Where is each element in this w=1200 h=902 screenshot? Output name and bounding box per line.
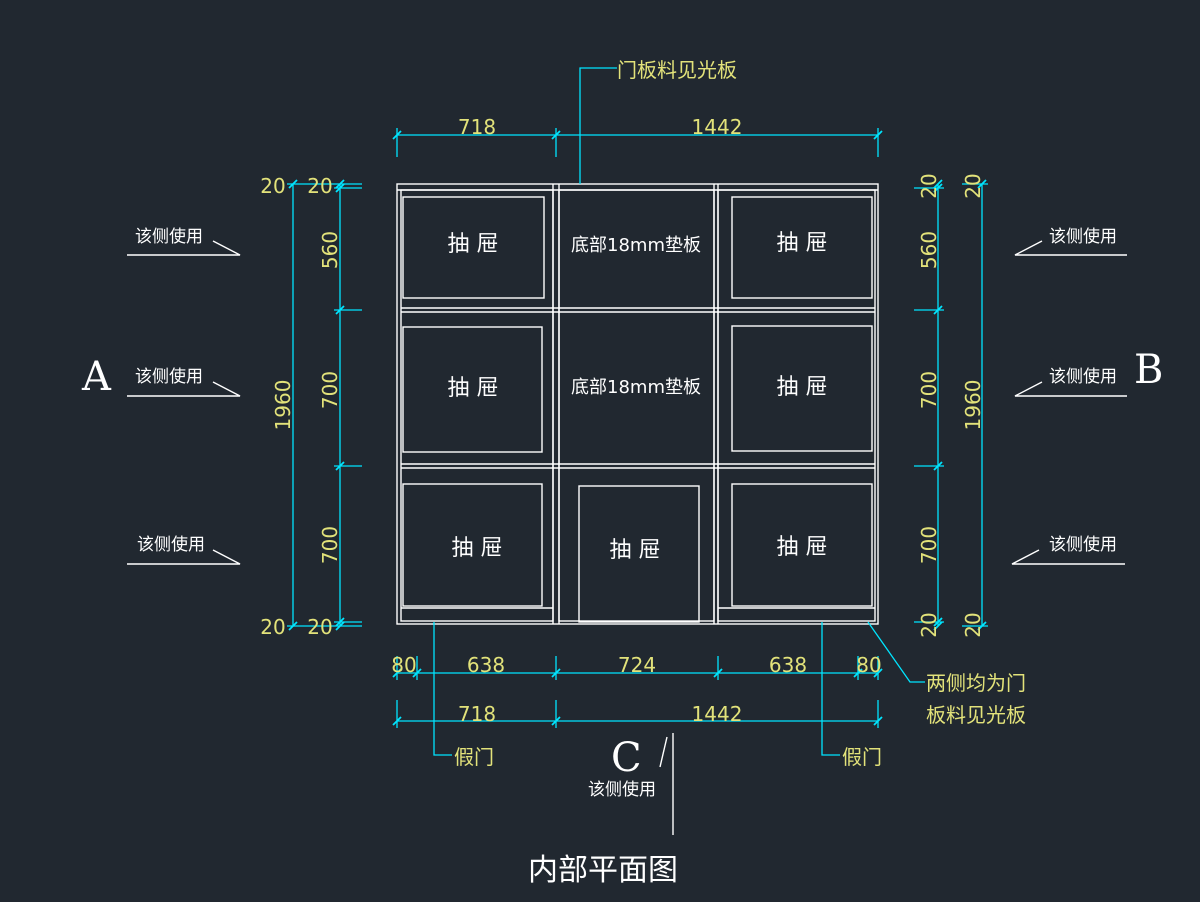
- dim-bottom2-718: 718: [458, 702, 496, 726]
- dim-left-20-top-b: 20: [307, 174, 332, 198]
- fake-door-notes: 假门 假门: [433, 622, 882, 769]
- pad-label: 底部18mm垫板: [571, 377, 701, 398]
- dim-left-20-bottom-b: 20: [307, 615, 332, 639]
- dim-right-1960: 1960: [961, 380, 985, 431]
- drawer-label: 抽 屉: [448, 376, 499, 401]
- dim-left-20-top-a: 20: [260, 174, 285, 198]
- use-side-right-3: 该侧使用: [1049, 534, 1117, 555]
- use-side-left-1: 该侧使用: [135, 226, 203, 247]
- side-c-label: C: [611, 735, 642, 781]
- top-note: 门板料见光板: [579, 58, 737, 184]
- dim-bottom-80-left: 80: [391, 653, 416, 677]
- dim-bottom-638-left: 638: [467, 653, 505, 677]
- cabinet-frame: [396, 183, 879, 625]
- side-a-label: A: [81, 354, 112, 400]
- fake-door-right: 假门: [842, 745, 882, 769]
- right-dimensions: 560 700 700 20 20 1960 20 20: [914, 173, 988, 638]
- cell-labels: 抽 屉 底部18mm垫板 抽 屉 抽 屉 底部18mm垫板 抽 屉 抽 屉 抽 …: [448, 231, 828, 563]
- dim-right-700-b: 700: [917, 526, 941, 564]
- fake-door-left: 假门: [454, 745, 494, 769]
- drawer-label: 抽 屉: [777, 375, 828, 400]
- side-b-label: B: [1134, 347, 1163, 393]
- bottom-dimensions-1: 80 638 724 638 80: [391, 653, 883, 680]
- dim-top-718: 718: [458, 115, 496, 139]
- drawer-label: 抽 屉: [777, 231, 828, 256]
- dim-left-700-b: 700: [318, 526, 342, 564]
- drawer-label: 抽 屉: [452, 536, 503, 561]
- dim-right-20-bottom-a: 20: [917, 612, 941, 637]
- dim-right-560: 560: [917, 231, 941, 269]
- drawing-title: 内部平面图: [528, 853, 678, 888]
- dim-right-20-top-a: 20: [917, 173, 941, 198]
- top-dimensions: 718 1442: [392, 115, 883, 157]
- drawer-label: 抽 屉: [610, 538, 661, 563]
- right-side-note: 两侧均为门 板料见光板: [867, 621, 1026, 727]
- dim-top-1442: 1442: [692, 115, 743, 139]
- dim-bottom-80-right: 80: [856, 653, 881, 677]
- dim-right-20-bottom-b: 20: [961, 612, 985, 637]
- bottom-dimensions-2: 718 1442: [392, 700, 883, 728]
- dim-left-20-bottom-a: 20: [260, 615, 285, 639]
- use-side-bottom: 该侧使用: [588, 779, 656, 800]
- dim-left-1960: 1960: [271, 380, 295, 431]
- pad-label: 底部18mm垫板: [571, 235, 701, 256]
- left-dimensions: 1960 560 700 700 20 20 20 20: [260, 174, 362, 639]
- dim-bottom2-1442: 1442: [692, 702, 743, 726]
- use-side-right-1: 该侧使用: [1049, 226, 1117, 247]
- dim-right-700-a: 700: [917, 371, 941, 409]
- dim-right-20-top-b: 20: [961, 173, 985, 198]
- top-note-text: 门板料见光板: [617, 58, 737, 82]
- use-side-left-2: 该侧使用: [135, 366, 203, 387]
- dim-left-560: 560: [318, 231, 342, 269]
- dim-bottom-638-right: 638: [769, 653, 807, 677]
- drawer-label: 抽 屉: [777, 535, 828, 560]
- dim-left-700-a: 700: [318, 371, 342, 409]
- right-note-line2: 板料见光板: [926, 703, 1026, 727]
- use-side-labels: 该侧使用 该侧使用 该侧使用 该侧使用 该侧使用 该侧使用 该侧使用: [127, 226, 1127, 800]
- side-markers: A B C: [81, 347, 1163, 835]
- use-side-right-2: 该侧使用: [1049, 366, 1117, 387]
- dim-bottom-724: 724: [618, 653, 656, 677]
- drawer-label: 抽 屉: [448, 232, 499, 257]
- right-note-line1: 两侧均为门: [926, 671, 1026, 695]
- use-side-left-3: 该侧使用: [137, 534, 205, 555]
